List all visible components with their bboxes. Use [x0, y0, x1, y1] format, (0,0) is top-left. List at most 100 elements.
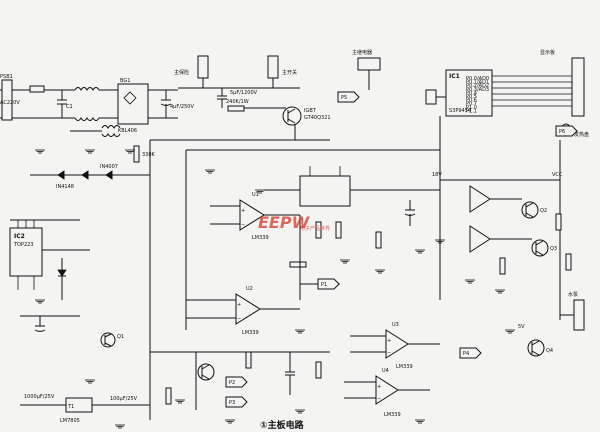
v5-label: 5V [518, 324, 525, 330]
ground-symbol [175, 399, 185, 404]
mcu-pin-label: P1.0 [466, 105, 477, 111]
port-p4: P4 [463, 351, 469, 357]
dc-cap-label: 4μF/250V [170, 104, 194, 110]
ground-symbol [85, 379, 95, 384]
ground-symbol [35, 299, 45, 304]
comparator-u3: + − U3 LM339 [350, 322, 440, 370]
mcu-pin-label: P0.7 [466, 101, 477, 107]
mcu-pin-label: P0.4 [466, 90, 477, 96]
ground-symbol [465, 279, 475, 284]
t1-part: LM7805 [60, 418, 80, 424]
q3-label: Q3 [550, 246, 557, 252]
comparator-u2: + − U2 LM339 [186, 286, 300, 336]
mcu-pin-label: P0.5 [466, 94, 477, 100]
comparator-u4: + − U4 LM339 [344, 368, 430, 418]
u3-label: U3 [392, 322, 399, 328]
u1-label: U1 [252, 192, 259, 198]
power-input-section: PSB1 AC220V C1 BG1 KBL406 4μF/250V [0, 74, 194, 134]
ground-symbol [415, 249, 425, 254]
bridge-part: KBL406 [118, 128, 137, 134]
comparator-u1: + − U1 LM339 [210, 192, 300, 241]
mcu-pin-label: P0.0/AD0 [466, 76, 489, 82]
resonant-cap-label: 5μF/1200V [230, 90, 258, 96]
igbt-part: GT40Q321 [304, 115, 331, 121]
ground-symbol [375, 269, 385, 274]
ac-input-label: AC220V [0, 100, 20, 106]
ic2-part: TOP223 [13, 242, 34, 248]
mcu-pin-label: P0.6 [466, 98, 477, 104]
u2-label: U2 [246, 286, 253, 292]
res-330k-label: 330K [142, 152, 156, 158]
diode-label: IN4148 [56, 184, 74, 190]
q2-label: Q2 [540, 208, 547, 214]
watermark-sub: 电子产品世界 [300, 225, 330, 232]
ground-symbol [505, 329, 515, 334]
u4-part: LM339 [384, 412, 401, 418]
ground-symbol [115, 424, 125, 429]
vcc-label: VCC [552, 172, 563, 178]
ground-symbol [205, 169, 215, 174]
v18-label: 18V [432, 172, 442, 178]
main-fuse-label: 主保险 [174, 69, 189, 76]
diagram-title: ①主板电路 [260, 419, 305, 431]
t1-label: T1 [67, 404, 74, 410]
main-switch-label: 主开关 [282, 69, 297, 76]
mcu-pin-label: P0.2/AD2 [466, 83, 489, 89]
svg-text:+: + [241, 208, 245, 214]
svg-text:+: + [377, 384, 381, 390]
bridge-label: BG1 [120, 78, 130, 84]
ic2-label: IC2 [14, 233, 25, 240]
ground-symbol [415, 419, 425, 424]
u2-part: LM339 [242, 330, 259, 336]
mcu-block: IC1 S3P9454 P0.0/AD0P0.1/AD1P0.2/AD2P0.3… [425, 49, 589, 138]
svg-text:+: + [387, 338, 391, 344]
svg-text:C1: C1 [66, 104, 73, 110]
svg-text:−: − [387, 350, 391, 356]
mcu-pin-label: P1.1 [466, 108, 477, 114]
ground-symbol [85, 149, 95, 154]
mid-circuit: P1 P2 P3 P4 P5 P6 [225, 91, 578, 408]
relay-label: 主继电器 [352, 49, 372, 56]
svg-text:−: − [241, 222, 245, 228]
resonant-section: 5μF/1200V 240K/1W IGBT GT40Q321 [217, 88, 331, 141]
igbt-label: IGBT [304, 108, 317, 114]
u1-part: LM339 [252, 235, 269, 241]
ground-symbol [125, 149, 135, 154]
res-240k-label: 240K/1W [226, 99, 249, 105]
mcu-pin-label: P0.3/AD3 [466, 87, 489, 93]
q4-label: Q4 [546, 348, 553, 354]
port-p5: P5 [341, 95, 347, 101]
ground-symbols [35, 149, 515, 429]
pump-label: 水泵 [568, 291, 578, 298]
aux-supply: IN4148 IN4007 330K IC2 TOP223 T1 LM7805 … [9, 125, 156, 424]
u4-label: U4 [382, 368, 389, 374]
port-p3: P3 [229, 400, 235, 406]
ground-symbol [340, 259, 350, 264]
heater-label: 发热盘 [574, 131, 589, 138]
psb1-label: PSB1 [0, 74, 13, 80]
svg-text:+: + [237, 302, 241, 308]
port-p6: P6 [559, 129, 565, 135]
diode-a-label: IN4007 [100, 164, 118, 170]
right-drivers: Q2 Q3 Q4 水泵 VCC 18V 5V [432, 172, 585, 357]
cap-1000uf-label: 1000μF/25V [24, 394, 55, 400]
cap-100uf-label: 100μF/25V [110, 396, 138, 402]
display-board-label: 显示板 [540, 49, 555, 56]
top-connectors: 主保险 主开关 主继电器 [174, 49, 381, 90]
svg-text:−: − [377, 396, 381, 402]
watermark: EEPW 电子产品世界 [258, 213, 330, 232]
mcu-label: IC1 [449, 73, 460, 80]
ground-symbol [255, 189, 265, 194]
bottom-middle [150, 351, 330, 410]
ground-symbol [495, 289, 505, 294]
mcu-part: S3P9454 [449, 108, 471, 114]
ground-symbol [295, 409, 305, 414]
mcu-pin-label: P0.1/AD1 [466, 80, 489, 86]
u3-part: LM339 [396, 364, 413, 370]
ground-symbol [295, 329, 305, 334]
svg-text:−: − [237, 316, 241, 322]
q1-label: Q1 [117, 334, 124, 340]
port-p2: P2 [229, 380, 235, 386]
watermark-brand: EEPW [258, 213, 311, 232]
